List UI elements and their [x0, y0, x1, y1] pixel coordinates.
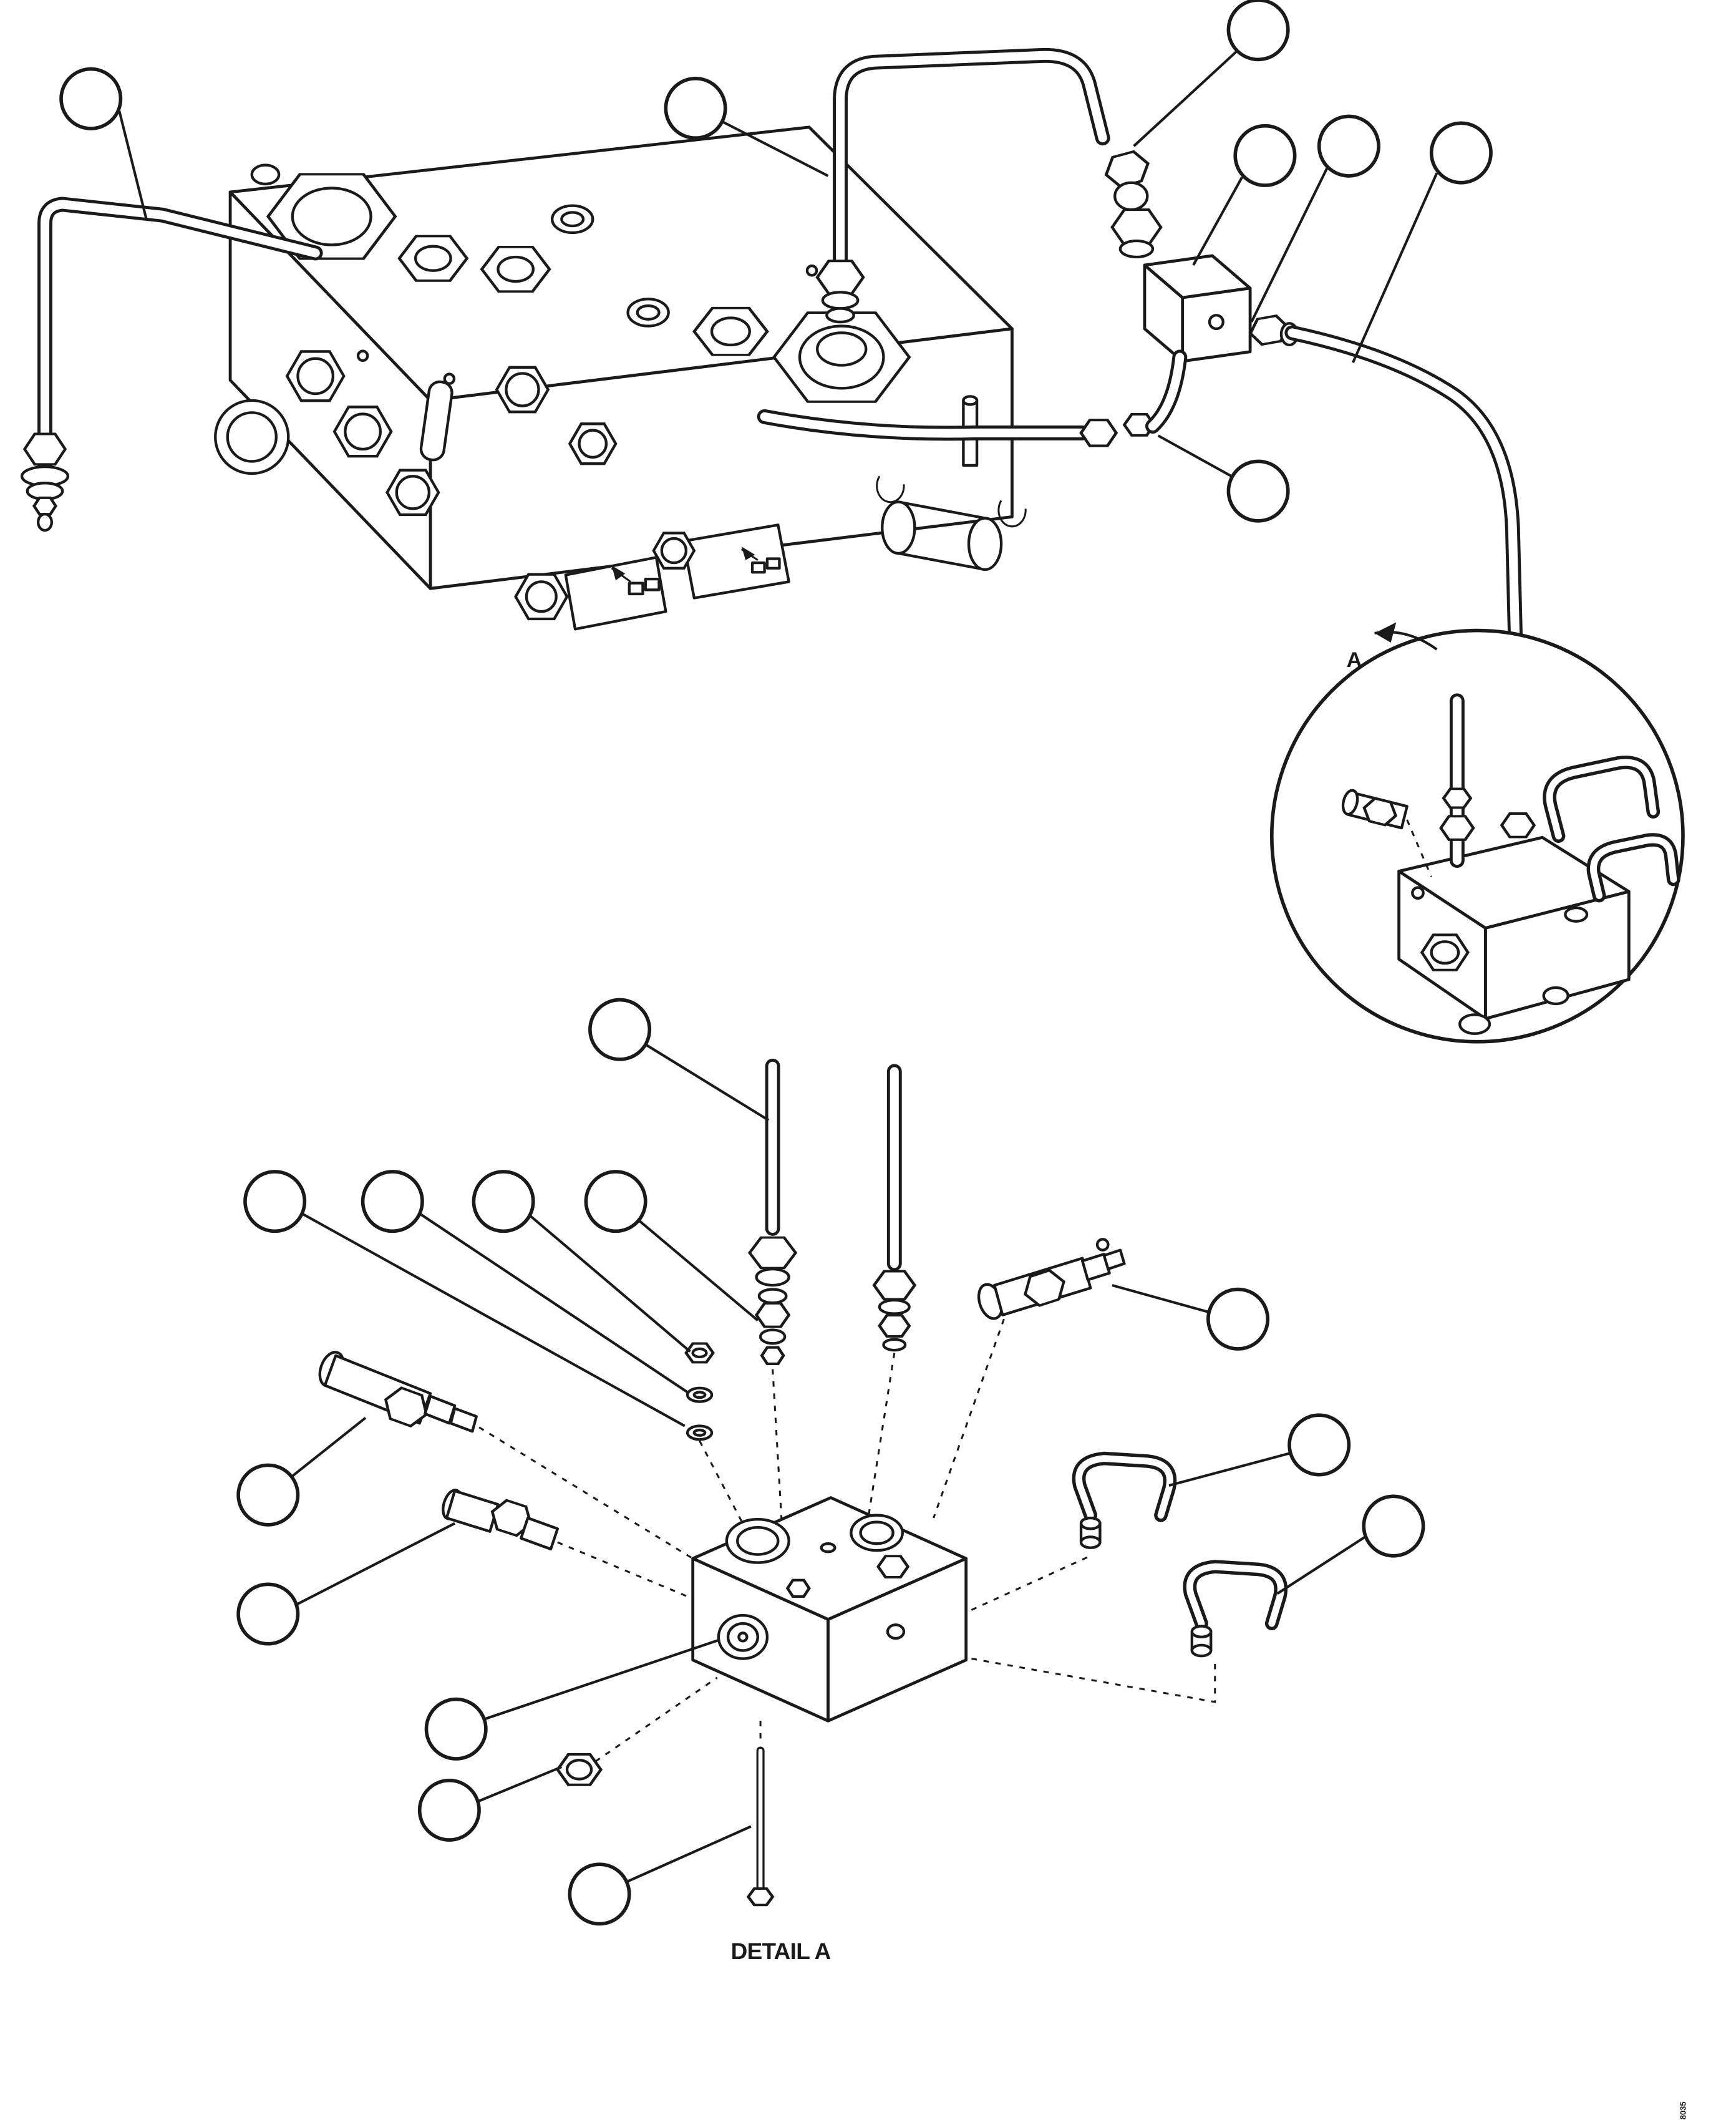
callout-balloon — [1226, 459, 1290, 523]
top-face-plugs — [252, 165, 909, 402]
cartridge-valve-right — [933, 1238, 1126, 1519]
bail-handle-upper — [971, 1451, 1177, 1611]
detail-a-exploded-view — [318, 1058, 1287, 1905]
detail-view-circle: A — [1269, 622, 1685, 1044]
solenoid-valves — [516, 525, 790, 629]
elbow-fitting — [1102, 148, 1161, 259]
callout-balloon — [59, 67, 123, 130]
callout-balloon — [361, 1170, 424, 1233]
cartridge-valve-left — [318, 1351, 694, 1560]
tube-left — [22, 197, 323, 532]
tube-mid-horizontal — [757, 349, 1188, 445]
callout-balloon — [588, 998, 652, 1061]
callout-balloon — [417, 1778, 481, 1842]
callout-balloon — [1362, 1494, 1425, 1558]
callout-balloon — [472, 1170, 535, 1233]
callout-balloon — [1287, 1413, 1351, 1477]
callout-balloon — [236, 1463, 300, 1527]
callout-balloon — [1317, 114, 1380, 178]
callout-balloon — [1429, 121, 1493, 185]
front-face-cartridges — [214, 351, 1027, 571]
callout-balloon — [584, 1170, 647, 1233]
callout-balloon — [1206, 1287, 1270, 1351]
tube-top-center — [817, 47, 1110, 324]
bottom-nut — [558, 1676, 718, 1785]
tube-right-long — [1284, 325, 1525, 817]
callout-balloon — [236, 1582, 300, 1646]
detail-title: DETAIL A — [731, 1938, 831, 1964]
plug-fitting-left — [442, 1488, 688, 1598]
callout-balloon — [664, 76, 727, 140]
detail-block — [691, 1496, 968, 1723]
callout-balloon — [568, 1862, 631, 1926]
callout-balloon — [243, 1170, 307, 1233]
view-arrow-label: A — [1347, 648, 1362, 672]
bail-handle-lower — [971, 1560, 1287, 1703]
callouts-top — [59, 0, 1493, 523]
callout-balloon — [1233, 124, 1297, 187]
manifold-valve-block — [214, 125, 1027, 630]
tee-fitting-block — [1143, 254, 1297, 363]
bottom-bolt — [749, 1721, 773, 1905]
small-fasteners — [686, 1343, 748, 1532]
callout-balloon — [424, 1697, 488, 1761]
callouts-bottom — [236, 998, 1425, 1926]
corner-code: 8035 — [1678, 2101, 1687, 2119]
callout-balloon — [1226, 0, 1290, 62]
